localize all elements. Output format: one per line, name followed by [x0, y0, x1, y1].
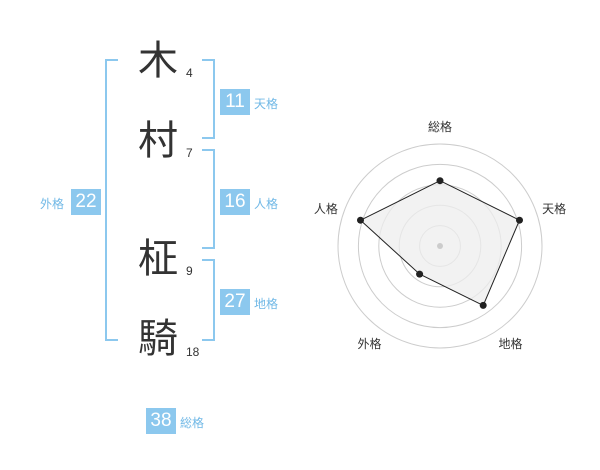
soukaku-label: 総格: [180, 416, 205, 430]
jinkaku-label: 人格: [254, 197, 279, 211]
chikaku-label: 地格: [254, 297, 279, 311]
radar-point-3: [479, 301, 487, 309]
name-char-1: 木: [138, 38, 178, 84]
tenkaku-label: 天格: [254, 97, 279, 111]
radar-grid-ring: [337, 143, 543, 349]
radar-axis-label-2: 天格: [542, 202, 567, 217]
name-char-4: 騎: [138, 316, 178, 362]
jinkaku-bracket: [202, 149, 215, 249]
chikaku-badge: 27: [220, 289, 250, 315]
name-char-2-strokes: 7: [186, 146, 193, 160]
radar-axis-label-5: 人格: [313, 202, 338, 217]
name-char-2: 村: [138, 118, 178, 164]
radar-center-dot: [437, 243, 443, 249]
radar-grid-ring: [357, 163, 523, 329]
tenkaku-bracket: [202, 59, 215, 139]
radar-point-5: [357, 216, 364, 224]
name-char-3: 柾: [138, 236, 178, 282]
gaikaku-badge: 22: [71, 189, 101, 215]
name-char-1-strokes: 4: [186, 66, 193, 80]
radar-axis-label-1: 総格: [428, 119, 453, 134]
gaikaku-label: 外格: [40, 197, 65, 211]
name-char-3-strokes: 9: [186, 264, 193, 278]
gaikaku-bracket: [105, 59, 118, 341]
soukaku-badge: 38: [146, 408, 176, 434]
radar-point-4: [416, 270, 424, 278]
jinkaku-badge: 16: [220, 189, 250, 215]
tenkaku-badge: 11: [220, 89, 250, 115]
name-char-4-strokes: 18: [186, 345, 200, 359]
radar-point-2: [516, 216, 523, 224]
radar-axis-label-3: 地格: [498, 336, 523, 351]
radar-point-1: [436, 177, 444, 185]
chikaku-bracket: [202, 259, 215, 341]
radar-axis-label-4: 外格: [357, 336, 382, 351]
